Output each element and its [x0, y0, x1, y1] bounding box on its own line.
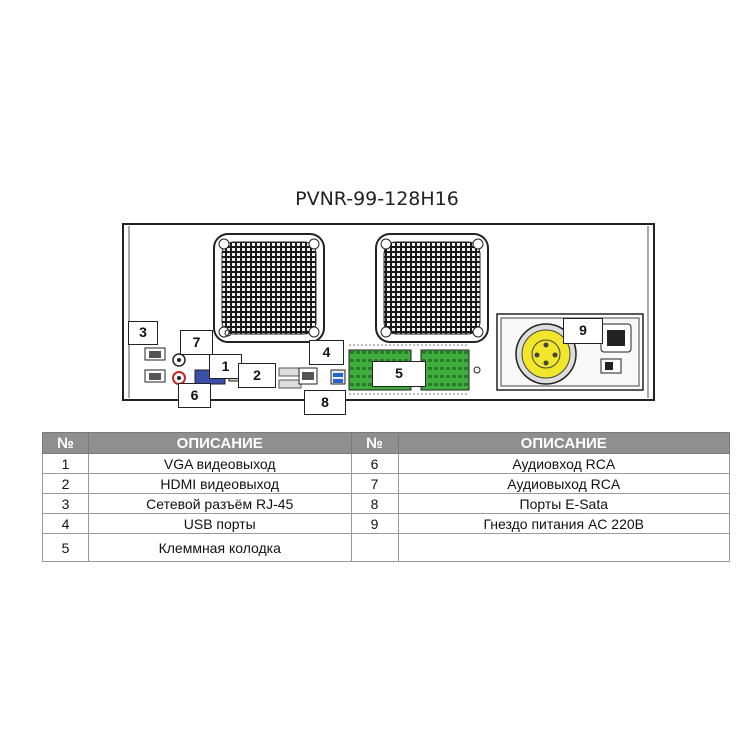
row-description: Аудиовыход RCA [397, 473, 730, 494]
header-description-1: ОПИСАНИЕ [87, 432, 352, 454]
io-middle [298, 367, 346, 385]
table-row: 1 VGA видеовыход 6 Аудиовход RCA [42, 453, 730, 474]
spec-table: № ОПИСАНИЕ № ОПИСАНИЕ 1 VGA видеовыход 6… [42, 432, 730, 562]
row-number: 4 [42, 513, 89, 534]
callout-9: 9 [563, 318, 603, 344]
table-row: 3 Сетевой разъём RJ-45 8 Порты E-Sata [42, 493, 730, 514]
table-row: 4 USB порты 9 Гнездо питания AC 220В [42, 513, 730, 534]
callout-6: 6 [178, 383, 211, 408]
row-number: 3 [42, 493, 89, 514]
row-description: HDMI видеовыход [87, 473, 352, 494]
header-description-2: ОПИСАНИЕ [397, 432, 730, 454]
row-number: 2 [42, 473, 89, 494]
page-title: PVNR-99-128H16 [295, 188, 459, 210]
row-description: Гнездо питания AC 220В [397, 513, 730, 534]
callout-8: 8 [304, 390, 346, 415]
row-description: Клеммная колодка [87, 533, 352, 562]
row-number: 6 [350, 453, 399, 474]
header-number-2: № [350, 432, 399, 454]
callout-4: 4 [309, 340, 344, 365]
row-description: Сетевой разъём RJ-45 [87, 493, 352, 514]
table-row: 5 Клеммная колодка [42, 533, 730, 562]
row-description: Аудиовход RCA [397, 453, 730, 474]
table-header-row: № ОПИСАНИЕ № ОПИСАНИЕ [42, 432, 730, 454]
table-row: 2 HDMI видеовыход 7 Аудиовыход RCA [42, 473, 730, 494]
row-number [350, 533, 399, 562]
row-description: USB порты [87, 513, 352, 534]
fan-left [213, 233, 325, 343]
row-description: VGA видеовыход [87, 453, 352, 474]
row-description: Порты E-Sata [397, 493, 730, 514]
row-number: 1 [42, 453, 89, 474]
callout-5: 5 [372, 361, 426, 387]
row-number: 7 [350, 473, 399, 494]
row-description [397, 533, 730, 562]
header-number-1: № [42, 432, 89, 454]
callout-3: 3 [128, 321, 158, 345]
callout-2: 2 [238, 363, 276, 388]
fan-right [375, 233, 489, 343]
row-number: 8 [350, 493, 399, 514]
row-number: 5 [42, 533, 89, 562]
callout-7: 7 [180, 330, 213, 355]
row-number: 9 [350, 513, 399, 534]
